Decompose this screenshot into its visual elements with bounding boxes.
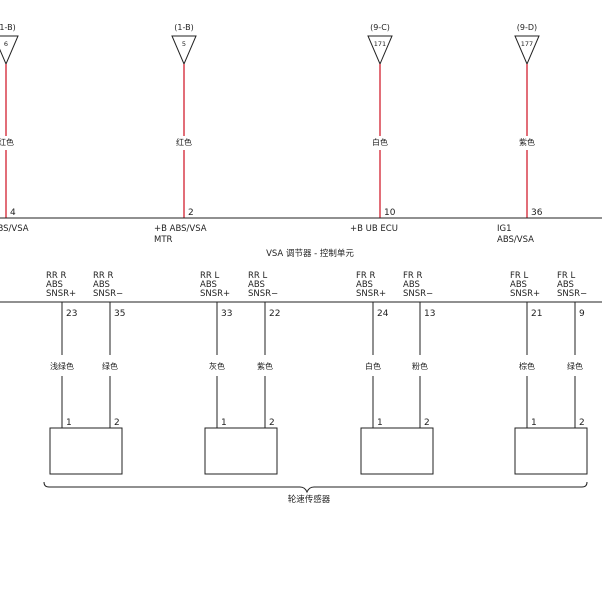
- connector-id: (1-B): [174, 23, 193, 32]
- signal-label: SNSR+: [46, 289, 76, 299]
- ecu-terminal-label: IG1: [497, 224, 512, 234]
- connector-triangle-icon: [0, 35, 19, 66]
- connector-pin: 171: [374, 40, 386, 48]
- wheel-speed-sensor-box: [360, 427, 434, 475]
- ecu-terminal-label: +B ABS/VSA: [0, 224, 29, 234]
- connector-id: (1-B): [0, 23, 16, 32]
- wheel-speed-sensor-box: [49, 427, 123, 475]
- ecu-terminal-label: ABS/VSA: [497, 235, 534, 245]
- sensor-pin-number: 2: [424, 418, 430, 428]
- sensor-group-brace: [43, 481, 588, 494]
- connector-pin: 177: [521, 40, 533, 48]
- signal-label: ABS: [200, 280, 217, 290]
- signal-label: RR L: [200, 271, 220, 281]
- ecu-pin-number: 2: [188, 208, 194, 218]
- sensor-pin-number: 1: [66, 418, 72, 428]
- ecu-terminal-label: +B UB ECU: [350, 224, 398, 234]
- sensor-caption: 轮速传感器: [288, 494, 331, 505]
- signal-label: SNSR−: [93, 289, 123, 299]
- ecu-pin-number: 13: [424, 309, 435, 319]
- ecu-terminal-label: +B ABS/VSA: [154, 224, 207, 234]
- signal-label: RR R: [46, 271, 67, 281]
- signal-label: FR L: [510, 271, 528, 281]
- ecu-pin-number: 22: [269, 309, 280, 319]
- sensor-pin-number: 1: [531, 418, 537, 428]
- ecu-pin-number: 36: [531, 208, 543, 218]
- wire-color-label: 绿色: [567, 361, 583, 371]
- connector-id: (9-D): [517, 23, 537, 32]
- signal-label: SNSR−: [248, 289, 278, 299]
- wire-color-label: 灰色: [209, 361, 225, 371]
- wire-color-label: 红色: [0, 137, 14, 147]
- sensor-pin-number: 2: [579, 418, 585, 428]
- connector-triangle-icon: [514, 35, 540, 66]
- signal-label: SNSR+: [510, 289, 540, 299]
- ecu-pin-number: 21: [531, 309, 542, 319]
- ecu-pin-number: 35: [114, 309, 125, 319]
- sensor-pin-number: 2: [114, 418, 120, 428]
- wire-color-label: 白色: [372, 137, 388, 147]
- sensor-pin-number: 2: [269, 418, 275, 428]
- signal-label: RR L: [248, 271, 268, 281]
- ecu-terminal-label: MTR: [154, 235, 173, 245]
- signal-label: FR R: [403, 271, 422, 281]
- ecu-pin-number: 10: [384, 208, 396, 218]
- signal-label: ABS: [356, 280, 373, 290]
- wheel-speed-sensor-box: [204, 427, 278, 475]
- connector-id: (9-C): [370, 23, 390, 32]
- ecu-pin-number: 33: [221, 309, 232, 319]
- wire-color-label: 白色: [365, 361, 381, 371]
- signal-label: SNSR+: [200, 289, 230, 299]
- wire-color-label: 浅绿色: [50, 361, 74, 371]
- signal-label: ABS: [403, 280, 420, 290]
- signal-label: ABS: [557, 280, 574, 290]
- ecu-pin-number: 9: [579, 309, 585, 319]
- ecu-pin-number: 4: [10, 208, 16, 218]
- wheel-speed-sensor-box: [514, 427, 588, 475]
- signal-label: ABS: [510, 280, 527, 290]
- wire-color-label: 紫色: [519, 137, 535, 147]
- top-connector-3: (9-C) 171 白色 10 +B UB ECU: [350, 23, 398, 234]
- signal-label: ABS: [93, 280, 110, 290]
- signal-label: SNSR−: [403, 289, 433, 299]
- ecu-pin-number: 24: [377, 309, 389, 319]
- ecu-pin-number: 23: [66, 309, 77, 319]
- wire-color-label: 棕色: [519, 361, 535, 371]
- signal-label: RR R: [93, 271, 114, 281]
- wire-color-label: 粉色: [412, 361, 428, 371]
- connector-pin: 6: [4, 40, 8, 48]
- control-unit-label: VSA 调节器 - 控制单元: [266, 248, 354, 259]
- signal-label: SNSR−: [557, 289, 587, 299]
- connector-triangle-icon: [367, 35, 393, 66]
- signal-label: ABS: [46, 280, 63, 290]
- signal-label: SNSR+: [356, 289, 386, 299]
- sensor-pin-number: 1: [377, 418, 383, 428]
- wire-color-label: 绿色: [102, 361, 118, 371]
- top-connector-1: (1-B) 6 红色 4 +B ABS/VSA: [0, 23, 29, 234]
- connector-pin: 5: [182, 40, 186, 48]
- signal-label: FR R: [356, 271, 375, 281]
- signal-label: FR L: [557, 271, 575, 281]
- signal-label: ABS: [248, 280, 265, 290]
- wire-color-label: 紫色: [257, 361, 273, 371]
- wire-color-label: 红色: [176, 137, 192, 147]
- connector-triangle-icon: [171, 35, 197, 66]
- sensor-pin-number: 1: [221, 418, 227, 428]
